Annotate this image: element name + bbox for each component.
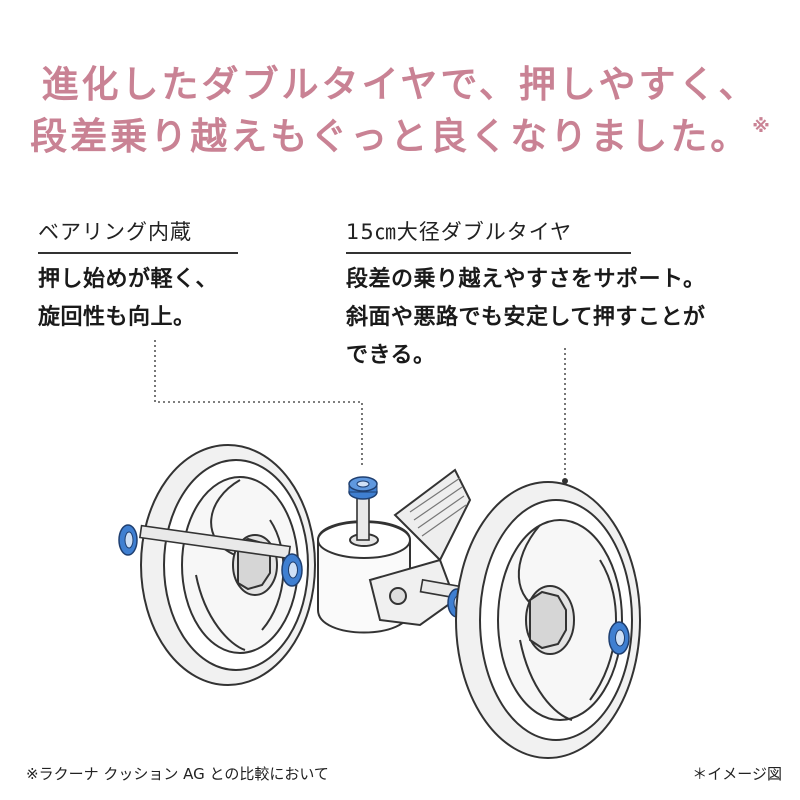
feature-desc-line: 旋回性も向上。 — [38, 305, 196, 330]
leader-lines — [154, 340, 566, 478]
feature-desc-double-tire: 段差の乗り越えやすさをサポート。 斜面や悪路でも安定して押すことが できる。 — [346, 261, 706, 375]
headline-line-2: 段差乗り越えもぐっと良くなりました。※ — [0, 115, 800, 158]
caster-body — [317, 468, 472, 634]
footnote-image-note: ＊イメージ図 — [692, 765, 782, 783]
feature-label-bearing: ベアリング内蔵 — [38, 216, 238, 254]
leader-line-bearing — [154, 340, 363, 468]
headline-line-1: 進化したダブルタイヤで、押しやすく、 — [41, 63, 759, 106]
bearing-right-outer — [608, 621, 630, 655]
left-wheel — [140, 444, 316, 686]
right-wheel — [455, 481, 641, 759]
bearing-top — [348, 476, 378, 500]
feature-desc-line: 押し始めが軽く、 — [38, 267, 219, 292]
feature-desc-line: できる。 — [346, 343, 436, 368]
feature-desc-line: 斜面や悪路でも安定して押すことが — [346, 305, 706, 330]
headline-line-2-text: 段差乗り越えもぐっと良くなりました。 — [30, 115, 751, 158]
footnote-comparison: ※ラクーナ クッション AG との比較において — [26, 765, 329, 783]
feature-label-double-tire: 15㎝大径ダブルタイヤ — [346, 216, 631, 254]
feature-desc-line: 段差の乗り越えやすさをサポート。 — [346, 267, 706, 292]
bearing-left-outer — [118, 524, 138, 556]
bearing-left-inner — [281, 553, 303, 587]
left-axle — [138, 524, 292, 560]
leader-end-dot — [562, 478, 568, 484]
feature-desc-bearing: 押し始めが軽く、 旋回性も向上。 — [38, 261, 218, 337]
headline-note-mark: ※ — [752, 116, 770, 137]
